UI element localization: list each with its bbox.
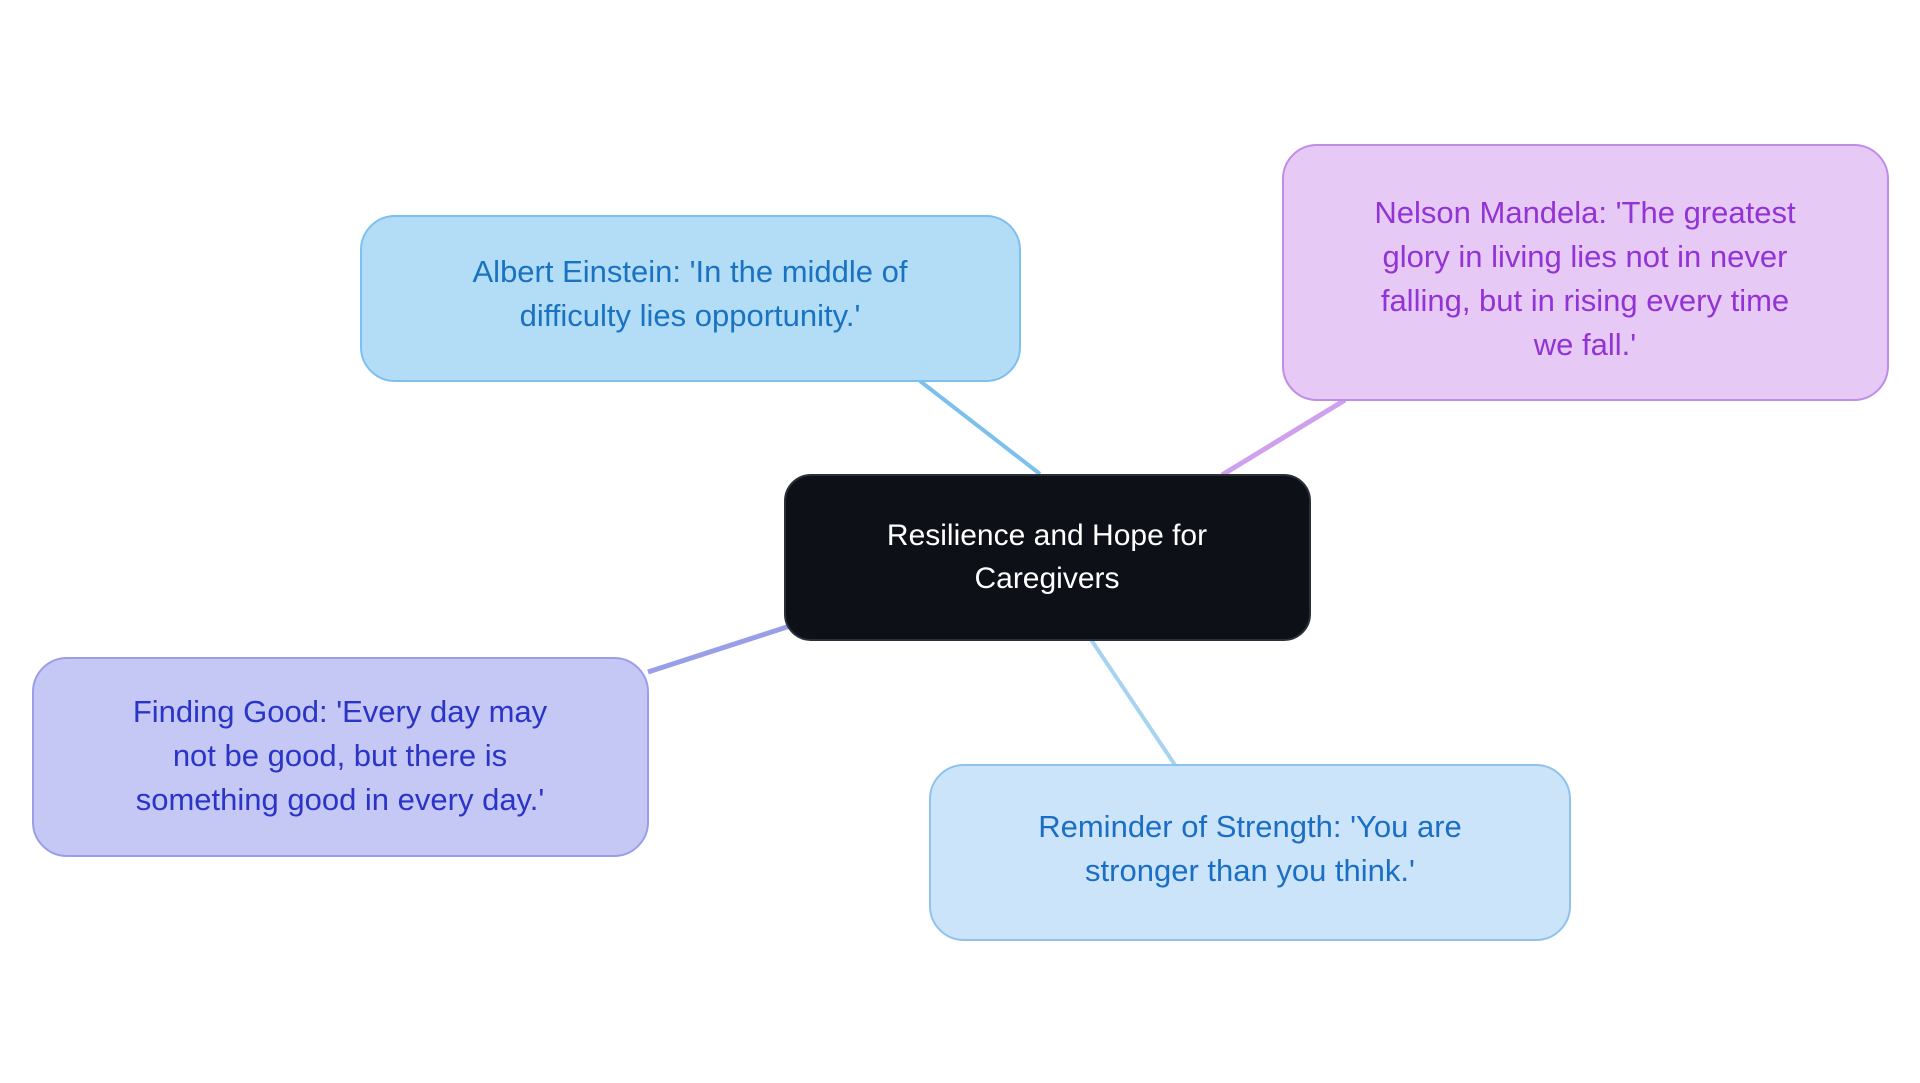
- node-reminder-strength-label: Reminder of Strength: 'You are: [1038, 809, 1462, 844]
- node-mandela-label-line2: glory in living lies not in never: [1383, 239, 1788, 274]
- edge-root-to-einstein: [918, 379, 1042, 476]
- node-mandela-shape[interactable]: [1282, 144, 1889, 401]
- node-mandela-label-line3: falling, but in rising every time: [1381, 283, 1789, 318]
- node-reminder-strength-shape[interactable]: [929, 764, 1571, 941]
- node-einstein[interactable]: Albert Einstein: 'In the middle of diffi…: [360, 215, 1021, 382]
- node-mandela-label-line4: we fall.': [1533, 327, 1636, 362]
- node-finding-good-label-line2: not be good, but there is: [173, 738, 507, 773]
- node-einstein-label: Albert Einstein: 'In the middle of: [473, 254, 908, 289]
- node-finding-good-label: Finding Good: 'Every day may: [133, 694, 548, 729]
- edge-root-to-reminder-strength: [1088, 636, 1177, 767]
- edge-root-to-finding-good: [647, 623, 791, 675]
- node-mandela-label: Nelson Mandela: 'The greatest: [1374, 195, 1796, 230]
- node-einstein-label-line2: difficulty lies opportunity.': [520, 298, 861, 333]
- node-mandela[interactable]: Nelson Mandela: 'The greatest glory in l…: [1282, 144, 1889, 401]
- node-root[interactable]: Resilience and Hope for Caregivers: [784, 474, 1311, 641]
- node-finding-good-label-line3: something good in every day.': [136, 782, 545, 817]
- node-finding-good-shape[interactable]: [32, 657, 649, 857]
- node-root-shape[interactable]: [784, 474, 1311, 641]
- node-einstein-shape[interactable]: [360, 215, 1021, 382]
- node-reminder-strength-label-line2: stronger than you think.': [1085, 853, 1415, 888]
- node-finding-good[interactable]: Finding Good: 'Every day may not be good…: [32, 657, 649, 857]
- node-reminder-strength[interactable]: Reminder of Strength: 'You are stronger …: [929, 764, 1571, 941]
- edge-group: [647, 379, 1347, 767]
- node-root-label: Resilience and Hope for: [887, 519, 1207, 552]
- node-root-label-line2: Caregivers: [974, 562, 1119, 595]
- edge-root-to-mandela: [1220, 397, 1347, 478]
